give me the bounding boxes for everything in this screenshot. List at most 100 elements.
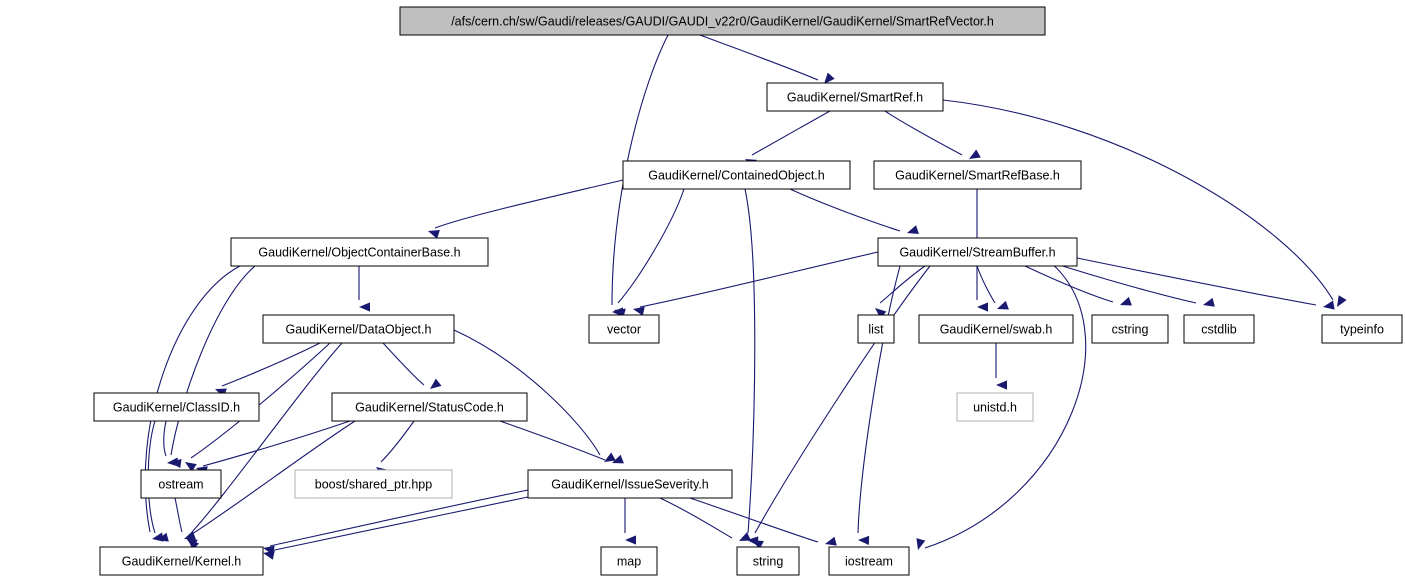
edge-swab-to-unistd xyxy=(995,343,1007,390)
edge-contained-to-objcontbase xyxy=(428,179,624,239)
node-box[interactable] xyxy=(873,160,1082,190)
node-ostream[interactable]: ostream xyxy=(140,469,222,499)
node-label: GaudiKernel/ClassID.h xyxy=(113,400,240,414)
node-box[interactable] xyxy=(956,392,1034,422)
node-box[interactable] xyxy=(828,546,910,576)
node-unistd[interactable]: unistd.h xyxy=(956,392,1034,422)
node-box[interactable] xyxy=(918,314,1074,344)
node-streambuf[interactable]: GaudiKernel/StreamBuffer.h xyxy=(877,237,1078,267)
edge-dataobject-to-kernel xyxy=(188,342,343,551)
edge-streambuf-to-list xyxy=(875,265,926,319)
node-swab[interactable]: GaudiKernel/swab.h xyxy=(918,314,1074,344)
node-box[interactable] xyxy=(93,392,260,422)
node-box[interactable] xyxy=(1183,314,1255,344)
edge-issuesev-to-map xyxy=(624,498,636,545)
node-typeinfo[interactable]: typeinfo xyxy=(1321,314,1403,344)
node-box[interactable] xyxy=(331,392,528,422)
node-box[interactable] xyxy=(857,314,895,344)
node-label: GaudiKernel/SmartRef.h xyxy=(787,90,923,104)
node-statuscode[interactable]: GaudiKernel/StatusCode.h xyxy=(331,392,528,422)
edge-issuesev-to-kernel xyxy=(263,496,529,560)
edge-statuscode-to-boostshared xyxy=(376,420,415,478)
node-box[interactable] xyxy=(527,469,733,499)
node-box[interactable] xyxy=(600,546,658,576)
node-list[interactable]: list xyxy=(857,314,895,344)
edge-streambuf-to-cstring xyxy=(1024,265,1132,306)
edge-smartref-to-smartrefbase xyxy=(884,110,981,159)
node-iostream[interactable]: iostream xyxy=(828,546,910,576)
edge-streambuf-to-typeinfo xyxy=(1076,257,1335,310)
node-label: string xyxy=(753,554,784,568)
node-dataobject[interactable]: GaudiKernel/DataObject.h xyxy=(262,314,455,344)
node-objcontbase[interactable]: GaudiKernel/ObjectContainerBase.h xyxy=(230,237,489,267)
node-label: cstring xyxy=(1112,322,1149,336)
edge-contained-to-streambuf xyxy=(789,188,919,234)
edge-objcontbase-to-dataobject xyxy=(358,266,370,312)
node-label: map xyxy=(617,554,641,568)
node-box[interactable] xyxy=(588,314,660,344)
node-box[interactable] xyxy=(622,160,851,190)
edge-streambuf-to-swab xyxy=(976,265,1009,310)
node-box[interactable] xyxy=(399,6,1046,36)
node-contained[interactable]: GaudiKernel/ContainedObject.h xyxy=(622,160,851,190)
edge-statuscode-to-issuesev xyxy=(499,420,624,464)
node-label: GaudiKernel/swab.h xyxy=(940,322,1053,336)
node-label: unistd.h xyxy=(973,400,1017,414)
node-label: GaudiKernel/StatusCode.h xyxy=(355,400,504,414)
node-label: GaudiKernel/DataObject.h xyxy=(286,322,432,336)
edge-streambuf-to-vector xyxy=(633,251,879,316)
edge-objcontbase-to-ostream xyxy=(170,265,256,469)
edge-streambuf-to-iostream xyxy=(857,265,901,545)
edge-contained-to-string xyxy=(744,188,759,546)
edge-smartref-to-typeinfo xyxy=(942,99,1347,307)
edge-streambuf-to-iostream xyxy=(916,261,1087,550)
node-box[interactable] xyxy=(230,237,489,267)
node-cstdlib[interactable]: cstdlib xyxy=(1183,314,1255,344)
node-label: GaudiKernel/ContainedObject.h xyxy=(648,168,825,182)
node-label: vector xyxy=(607,322,641,336)
edge-classid-to-ostream xyxy=(163,420,179,467)
node-vector[interactable]: vector xyxy=(588,314,660,344)
node-label: GaudiKernel/IssueSeverity.h xyxy=(551,477,709,491)
node-label: cstdlib xyxy=(1201,322,1236,336)
node-box[interactable] xyxy=(140,469,222,499)
node-box[interactable] xyxy=(766,82,944,112)
node-layer: /afs/cern.ch/sw/Gaudi/releases/GAUDI/GAU… xyxy=(93,6,1403,576)
edge-issuesev-to-iostream xyxy=(689,497,837,546)
node-box[interactable] xyxy=(99,546,264,576)
node-cstring[interactable]: cstring xyxy=(1091,314,1169,344)
node-root[interactable]: /afs/cern.ch/sw/Gaudi/releases/GAUDI/GAU… xyxy=(399,6,1046,36)
edge-issuesev-to-string xyxy=(659,497,751,541)
edge-ostream-to-kernel xyxy=(174,497,196,540)
node-label: GaudiKernel/StreamBuffer.h xyxy=(899,245,1055,259)
node-boostshared[interactable]: boost/shared_ptr.hpp xyxy=(294,469,453,499)
node-issuesev[interactable]: GaudiKernel/IssueSeverity.h xyxy=(527,469,733,499)
node-label: /afs/cern.ch/sw/Gaudi/releases/GAUDI/GAU… xyxy=(451,14,994,28)
node-map[interactable]: map xyxy=(600,546,658,576)
edge-dataobject-to-issuesev xyxy=(453,329,616,462)
node-kernel[interactable]: GaudiKernel/Kernel.h xyxy=(99,546,264,576)
node-box[interactable] xyxy=(736,546,800,576)
edge-smartref-to-contained xyxy=(745,110,831,169)
node-smartref[interactable]: GaudiKernel/SmartRef.h xyxy=(766,82,944,112)
edge-layer xyxy=(144,34,1347,560)
node-smartrefbase[interactable]: GaudiKernel/SmartRefBase.h xyxy=(873,160,1082,190)
node-box[interactable] xyxy=(1321,314,1403,344)
node-label: iostream xyxy=(845,554,893,568)
edge-root-to-smartref xyxy=(699,34,835,84)
node-box[interactable] xyxy=(1091,314,1169,344)
node-string[interactable]: string xyxy=(736,546,800,576)
edge-statuscode-to-kernel xyxy=(186,420,356,548)
node-label: GaudiKernel/ObjectContainerBase.h xyxy=(258,245,460,259)
edge-dataobject-to-statuscode xyxy=(382,342,442,389)
node-box[interactable] xyxy=(877,237,1078,267)
node-label: GaudiKernel/SmartRefBase.h xyxy=(895,168,1060,182)
node-label: list xyxy=(868,322,884,336)
node-box[interactable] xyxy=(294,469,453,499)
edge-streambuf-to-string xyxy=(752,265,931,550)
node-classid[interactable]: GaudiKernel/ClassID.h xyxy=(93,392,260,422)
edge-streambuf-to-cstdlib xyxy=(1049,261,1215,307)
node-box[interactable] xyxy=(262,314,455,344)
node-label: typeinfo xyxy=(1340,322,1384,336)
